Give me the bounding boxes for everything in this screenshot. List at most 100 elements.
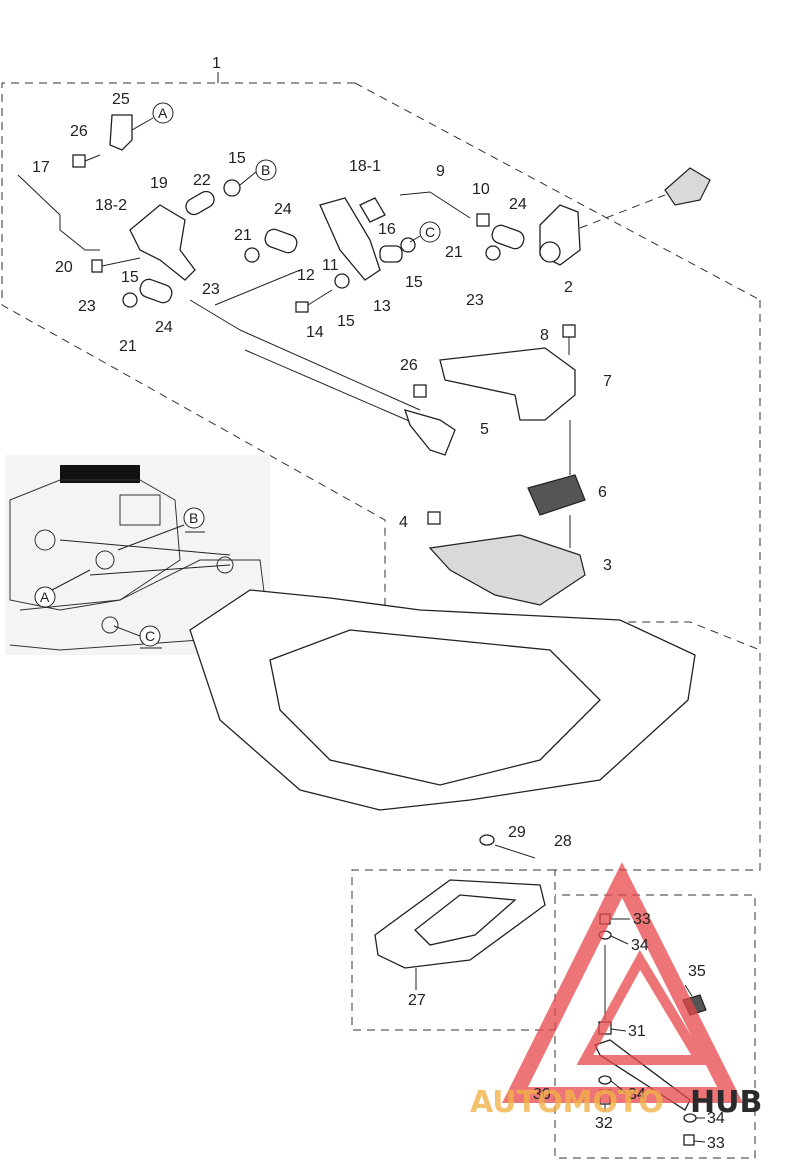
callout-22: 22 <box>193 172 211 189</box>
callout-24-left: 24 <box>155 319 173 336</box>
washer-15-lower <box>334 273 350 289</box>
callout-34-bottom: 34 <box>707 1110 725 1127</box>
callout-18-2: 18-2 <box>95 197 127 214</box>
bolt-26-shaft <box>84 154 101 162</box>
cover-7 <box>439 347 576 421</box>
bolt-14-shaft <box>307 289 333 306</box>
leader-31 <box>610 1028 627 1032</box>
collar-16 <box>379 245 403 263</box>
bolt-20-shaft <box>101 257 141 267</box>
callout-17: 17 <box>32 159 50 176</box>
callout-26-lower: 26 <box>400 357 418 374</box>
leader-34-top <box>610 935 629 945</box>
joint-24-mid <box>264 228 298 254</box>
callout-12: 12 <box>297 267 315 284</box>
watermark-text-left: AUTOMOTO <box>470 1085 664 1120</box>
nut-33-bottom <box>683 1134 695 1146</box>
washer-29 <box>479 834 495 846</box>
lever-19 <box>129 204 196 281</box>
callout-15-lower: 15 <box>337 313 355 330</box>
cable-lower <box>244 349 431 431</box>
svg-text:A: A <box>40 589 50 605</box>
callout-15-right: 15 <box>405 274 423 291</box>
reference-marker-b-top: B <box>239 159 277 186</box>
callout-5: 5 <box>480 421 489 438</box>
callout-29: 29 <box>508 824 526 841</box>
bolt-14-head <box>295 301 309 313</box>
callout-20: 20 <box>55 259 73 276</box>
rod-17 <box>17 174 100 251</box>
leader-34-mid <box>610 1080 627 1094</box>
bottom-cowl-inner <box>269 629 601 786</box>
callout-21-mid: 21 <box>234 227 252 244</box>
mount-plate-27-slot <box>414 894 517 946</box>
callout-14: 14 <box>306 324 324 341</box>
callout-34-top: 34 <box>631 937 649 954</box>
reference-marker-c-inset: C <box>113 625 162 649</box>
callout-33-top: 33 <box>633 911 651 928</box>
bolt-26 <box>72 154 86 168</box>
plate-5 <box>403 409 456 456</box>
callout-24-right: 24 <box>509 196 527 213</box>
callout-33-bottom: 33 <box>707 1135 725 1152</box>
callout-13: 13 <box>373 298 391 315</box>
bolt-26-lower <box>413 384 427 398</box>
cable-link-2 <box>214 269 301 306</box>
reference-marker-a-top: A <box>131 102 174 131</box>
callout-32: 32 <box>595 1115 613 1132</box>
callout-assembly: 1 <box>212 55 221 72</box>
callout-25: 25 <box>112 91 130 108</box>
callout-21-left: 21 <box>119 338 137 355</box>
joint-24-right <box>491 224 525 250</box>
callout-4: 4 <box>399 514 408 531</box>
bolt-8 <box>562 324 576 338</box>
bolt-28 <box>494 844 536 859</box>
bracket-25 <box>109 114 133 151</box>
svg-text:B: B <box>189 510 198 526</box>
cable-link-1 <box>189 299 241 331</box>
lever-13 <box>319 197 381 281</box>
outline-diagonal <box>354 82 761 301</box>
base-3 <box>428 534 586 606</box>
clip-18-1 <box>359 197 386 223</box>
bolt-4 <box>427 511 441 525</box>
svg-text:C: C <box>145 628 155 644</box>
bolt-20-head <box>91 259 103 273</box>
callout-16: 16 <box>378 221 396 238</box>
lever-2-boss <box>539 241 561 263</box>
leader-33-bottom <box>693 1140 706 1143</box>
rod-9 <box>399 191 471 219</box>
callout-19: 19 <box>150 175 168 192</box>
washer-15 <box>223 179 241 197</box>
callout-2: 2 <box>564 279 573 296</box>
callout-34-mid: 34 <box>628 1086 646 1103</box>
washer-21-mid <box>244 247 260 263</box>
callout-3: 3 <box>603 557 612 574</box>
cable-dashed-link <box>579 194 666 229</box>
leader-35 <box>684 984 693 997</box>
callout-21-right: 21 <box>445 244 463 261</box>
reference-marker-a-inset: A <box>34 569 91 608</box>
watermark-logo <box>502 862 743 1103</box>
callout-15-top: 15 <box>228 150 246 167</box>
callout-18-1: 18-1 <box>349 158 381 175</box>
washer-21-left <box>122 292 138 308</box>
callout-7: 7 <box>603 373 612 390</box>
washer-21-right <box>485 245 501 261</box>
callout-9: 9 <box>436 163 445 180</box>
callout-30: 30 <box>533 1086 551 1103</box>
watermark-text-right: HUB <box>690 1085 762 1120</box>
callout-26: 26 <box>70 123 88 140</box>
assembly-dashed-outline <box>1 82 761 1159</box>
svg-text:B: B <box>261 162 270 178</box>
cable-upper <box>239 329 421 411</box>
reference-marker-c-top: C <box>409 221 441 243</box>
rubber-6 <box>527 474 586 516</box>
mount-dashed-outline <box>351 869 555 1031</box>
callout-11: 11 <box>322 257 339 274</box>
callout-27: 27 <box>408 992 426 1009</box>
callout-31: 31 <box>628 1023 646 1040</box>
callout-10: 10 <box>472 181 490 198</box>
spacer-22 <box>185 190 215 216</box>
